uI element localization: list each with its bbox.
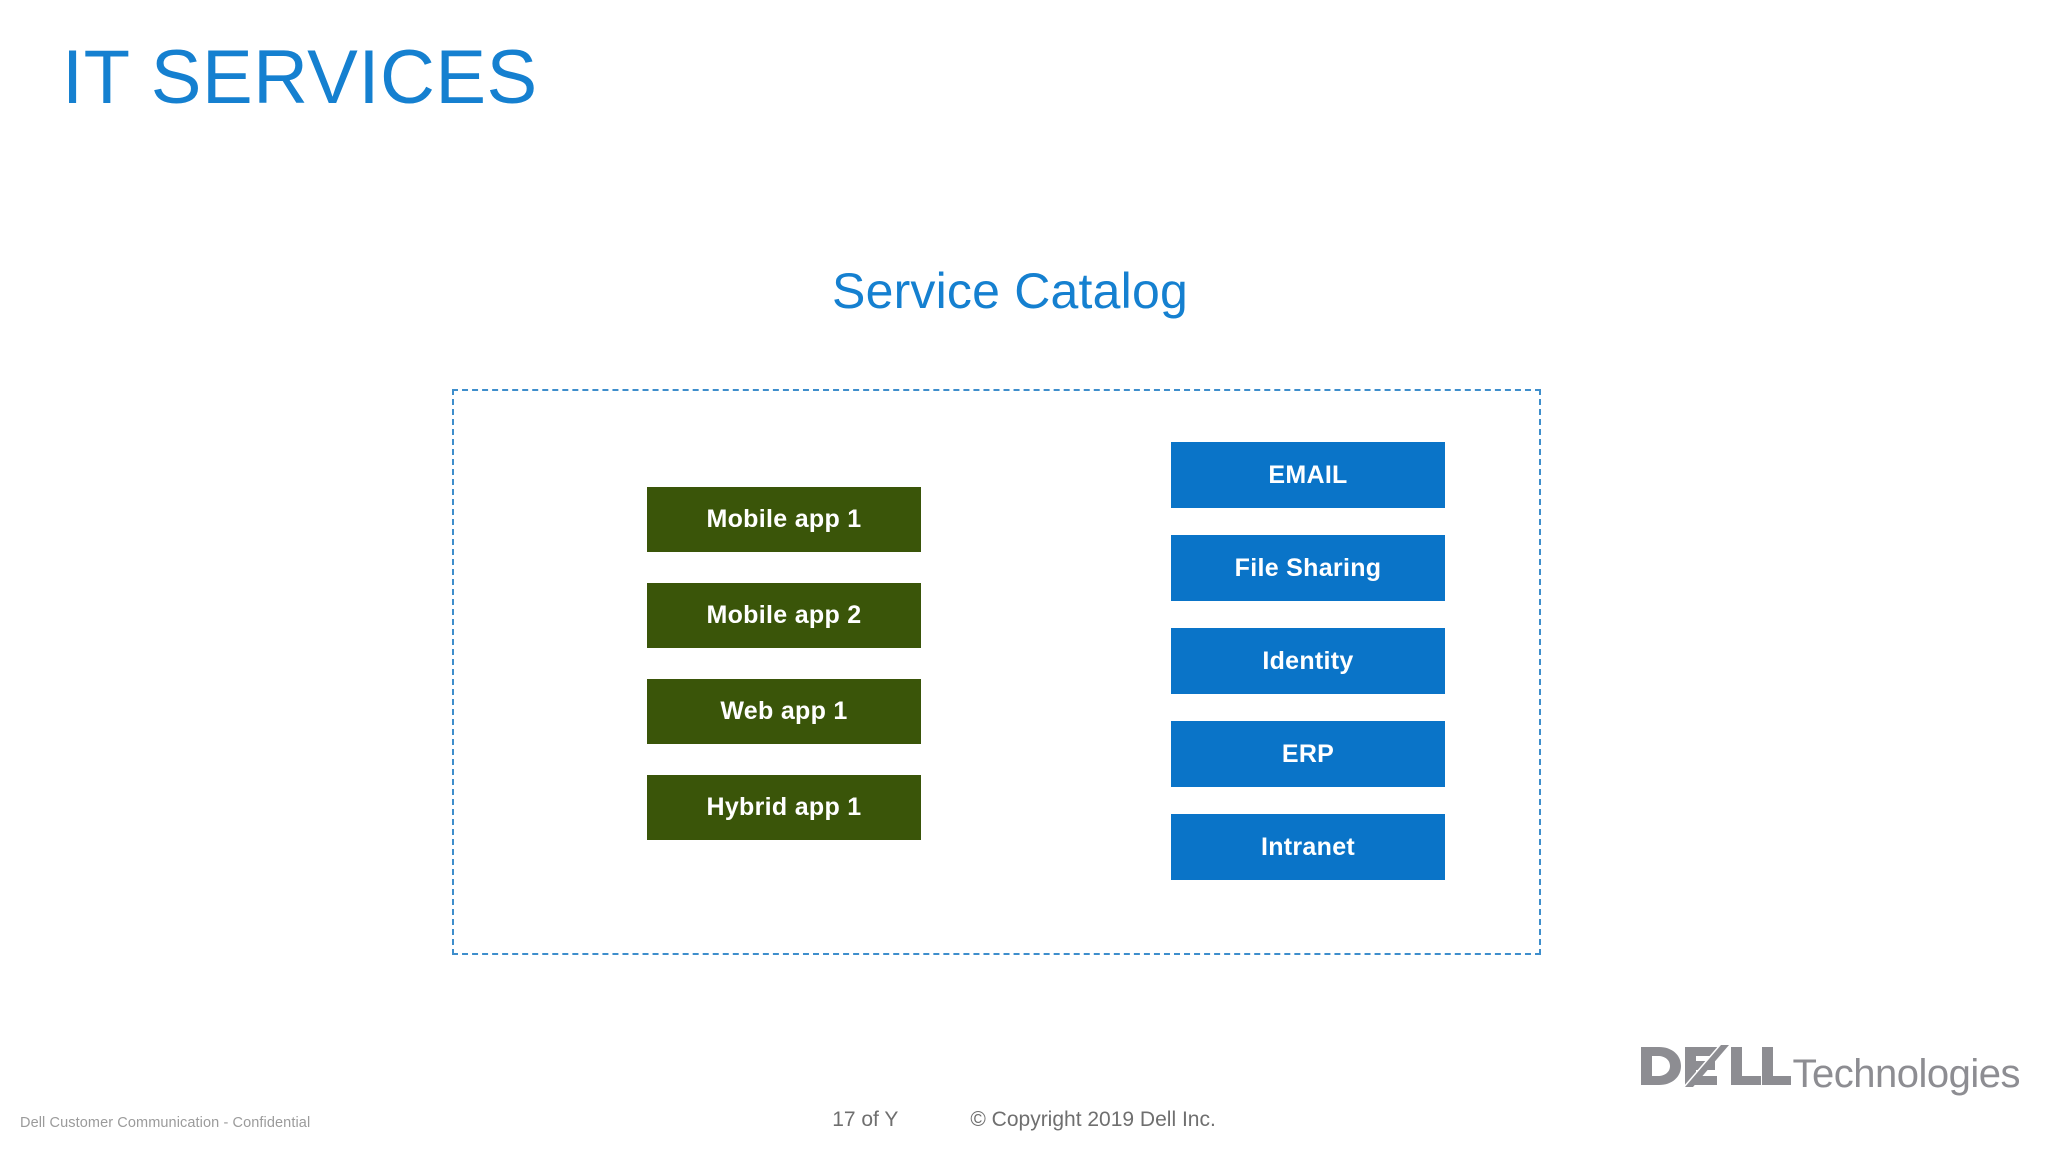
app-box-mobile-app-1[interactable]: Mobile app 1 [647, 487, 921, 552]
page-number: 17 of Y [832, 1108, 899, 1131]
confidentiality-notice: Dell Customer Communication - Confidenti… [20, 1115, 311, 1131]
service-box-email[interactable]: EMAIL [1171, 442, 1445, 508]
catalog-boundary-frame [452, 389, 1541, 955]
service-box-intranet[interactable]: Intranet [1171, 814, 1445, 880]
services-column: EMAIL File Sharing Identity ERP Intranet [1171, 442, 1445, 880]
app-box-hybrid-app-1[interactable]: Hybrid app 1 [647, 775, 921, 840]
dell-technologies-logo: Technologies [1640, 1045, 2021, 1096]
catalog-heading: Service Catalog [832, 263, 1188, 319]
applications-column: Mobile app 1 Mobile app 2 Web app 1 Hybr… [647, 487, 921, 840]
dell-wordmark-icon [1640, 1045, 1791, 1087]
service-box-file-sharing[interactable]: File Sharing [1171, 535, 1445, 601]
page-title: IT SERVICES [62, 35, 538, 120]
copyright-notice: © Copyright 2019 Dell Inc. [970, 1108, 1216, 1131]
app-box-web-app-1[interactable]: Web app 1 [647, 679, 921, 744]
app-box-mobile-app-2[interactable]: Mobile app 2 [647, 583, 921, 648]
service-box-erp[interactable]: ERP [1171, 721, 1445, 787]
service-box-identity[interactable]: Identity [1171, 628, 1445, 694]
dell-logo-suffix: Technologies [1792, 1052, 2021, 1096]
